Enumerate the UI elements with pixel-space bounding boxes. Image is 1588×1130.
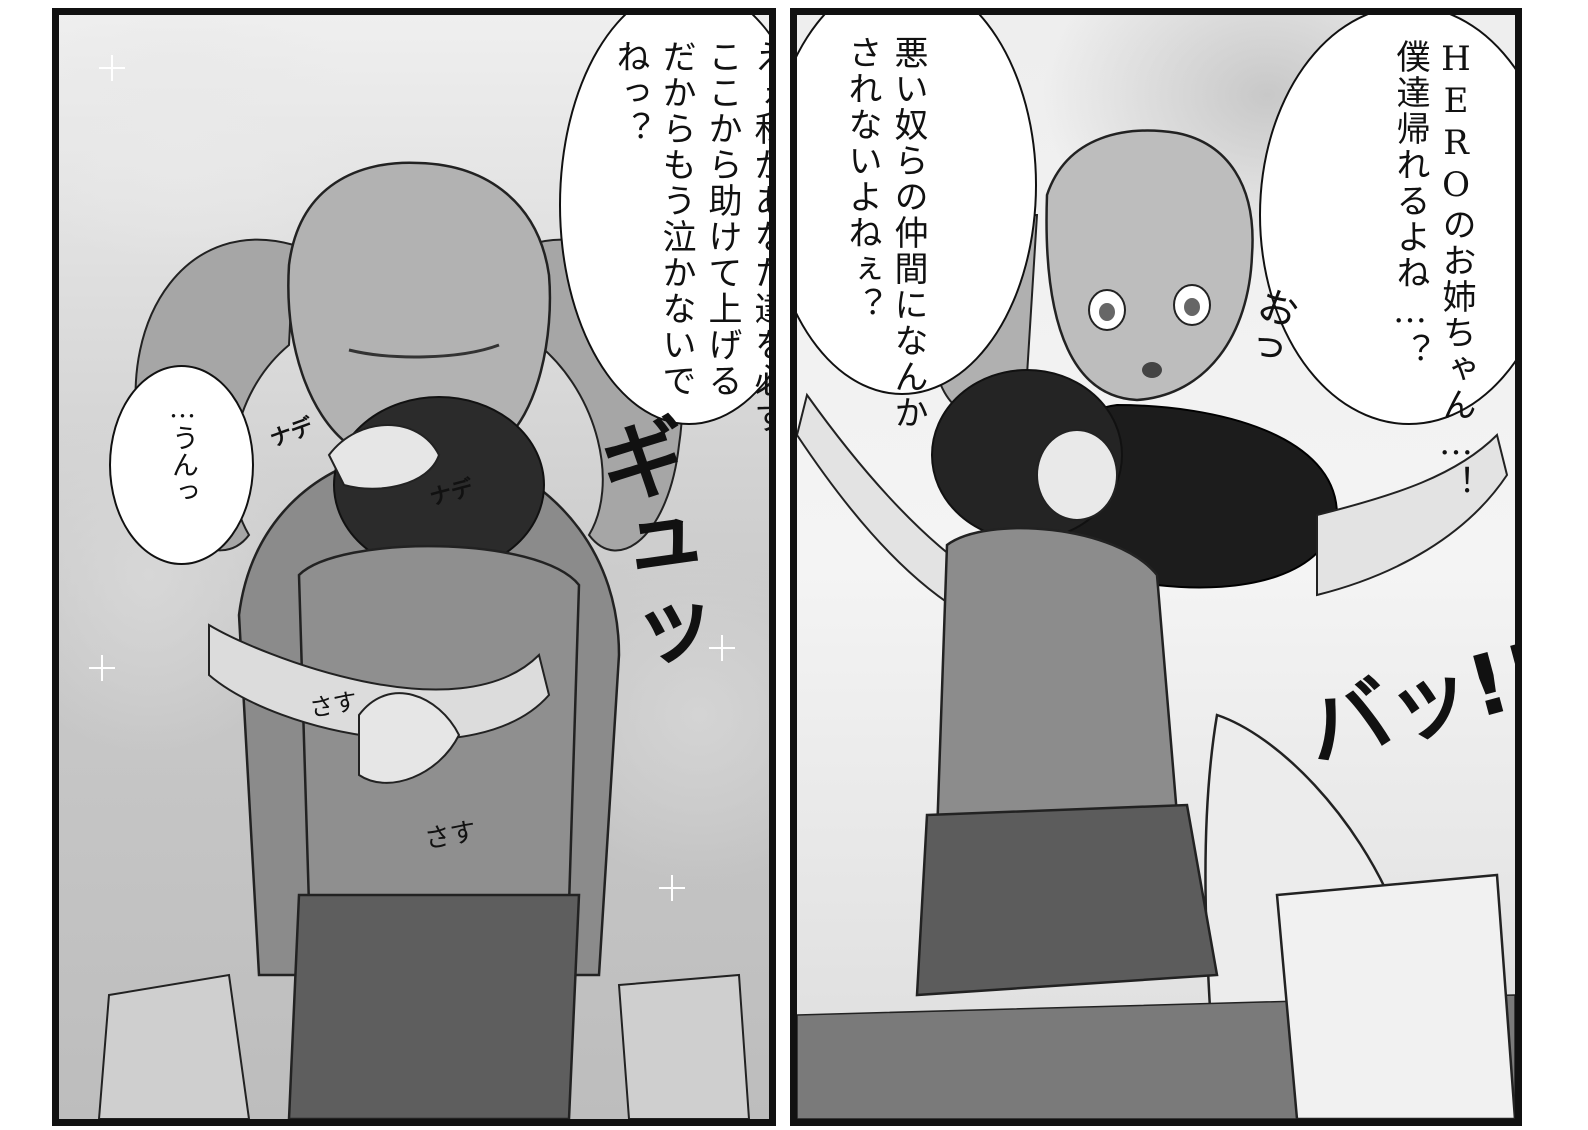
comic-panel-right: 悪い奴らの仲間になんか されないよねぇ？ HEROのお姉ちゃん…！ 僕達帰れるよ… — [790, 8, 1522, 1126]
speech-text-child: …うんっ — [167, 393, 198, 505]
speech-bubble-boy — [797, 15, 1037, 395]
speech-bubble-hero — [1259, 15, 1515, 425]
speech-bubble-child — [109, 365, 254, 565]
speech-text-main: えぇ私があなた達を必ず ここから助けて上げる だからもう泣かないで ねっ？ — [610, 39, 776, 435]
comic-panel-left: えぇ私があなた達を必ず ここから助けて上げる だからもう泣かないで ねっ？ …う… — [52, 8, 776, 1126]
speech-text-boy: 悪い奴らの仲間になんか されないよねぇ？ — [842, 35, 928, 431]
speech-bubble-main — [559, 15, 769, 425]
speech-text-hero: HEROのお姉ちゃん…！ 僕達帰れるよね…？ — [1390, 39, 1476, 501]
hug-illustration — [97, 161, 751, 1119]
